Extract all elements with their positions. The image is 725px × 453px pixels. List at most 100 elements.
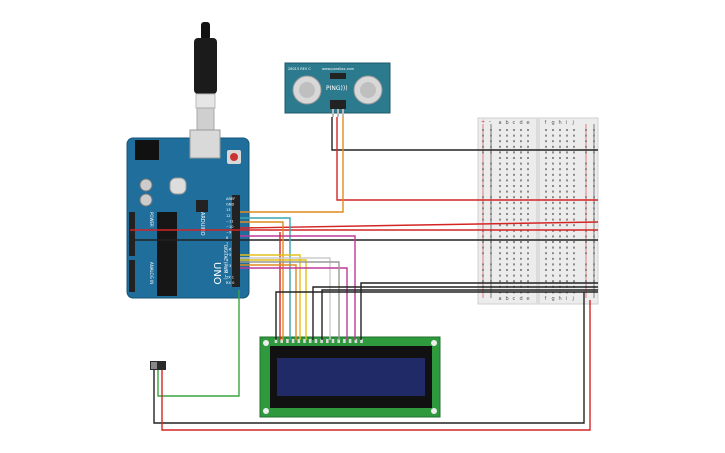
- breadboard-hole[interactable]: [527, 246, 529, 249]
- breadboard-hole[interactable]: [527, 274, 529, 277]
- breadboard-hole[interactable]: [499, 162, 501, 165]
- breadboard-hole[interactable]: [573, 157, 575, 159]
- breadboard-rail-hole[interactable]: [593, 129, 595, 131]
- lcd-pin[interactable]: [348, 339, 352, 343]
- breadboard-rail-hole[interactable]: [482, 185, 484, 187]
- breadboard-hole[interactable]: [527, 207, 529, 210]
- breadboard-hole[interactable]: [552, 173, 554, 176]
- breadboard-rail-hole[interactable]: [490, 140, 492, 143]
- breadboard-hole[interactable]: [499, 157, 501, 159]
- breadboard-rail-hole[interactable]: [490, 263, 492, 266]
- breadboard-hole[interactable]: [559, 179, 561, 182]
- breadboard-rail-hole[interactable]: [585, 173, 587, 176]
- breadboard-hole[interactable]: [527, 185, 529, 187]
- breadboard-hole[interactable]: [545, 129, 547, 131]
- breadboard-rail-hole[interactable]: [490, 218, 492, 221]
- breadboard-rail-hole[interactable]: [482, 235, 484, 238]
- breadboard-hole[interactable]: [559, 129, 561, 131]
- breadboard-hole[interactable]: [513, 269, 515, 271]
- breadboard-hole[interactable]: [499, 185, 501, 187]
- breadboard-hole[interactable]: [545, 213, 547, 215]
- breadboard-hole[interactable]: [545, 151, 547, 154]
- breadboard-hole[interactable]: [527, 168, 529, 171]
- breadboard-hole[interactable]: [545, 168, 547, 171]
- breadboard-hole[interactable]: [559, 196, 561, 199]
- breadboard-hole[interactable]: [520, 269, 522, 271]
- breadboard-hole[interactable]: [527, 145, 529, 148]
- breadboard-hole[interactable]: [506, 224, 508, 227]
- breadboard-hole[interactable]: [506, 235, 508, 238]
- breadboard-rail-hole[interactable]: [585, 207, 587, 210]
- breadboard-hole[interactable]: [506, 201, 508, 204]
- breadboard-hole[interactable]: [545, 257, 547, 260]
- breadboard-rail-hole[interactable]: [585, 151, 587, 154]
- breadboard-hole[interactable]: [545, 280, 547, 283]
- breadboard-rail-hole[interactable]: [585, 274, 587, 277]
- breadboard-rail-hole[interactable]: [490, 162, 492, 165]
- breadboard-rail-hole[interactable]: [490, 280, 492, 283]
- breadboard-rail-hole[interactable]: [593, 229, 595, 232]
- breadboard-hole[interactable]: [552, 229, 554, 232]
- breadboard-hole[interactable]: [520, 190, 522, 193]
- lcd-pin[interactable]: [354, 339, 358, 343]
- breadboard-hole[interactable]: [552, 196, 554, 199]
- arduino-board[interactable]: UNO ARDUINO DIGITAL (PWM ~) ANALOG IN PO…: [126, 129, 250, 299]
- breadboard-hole[interactable]: [552, 269, 554, 271]
- breadboard-hole[interactable]: [545, 185, 547, 187]
- breadboard-hole[interactable]: [566, 179, 568, 182]
- breadboard-hole[interactable]: [559, 145, 561, 148]
- breadboard-hole[interactable]: [566, 263, 568, 266]
- breadboard-rail-hole[interactable]: [490, 168, 492, 171]
- breadboard-hole[interactable]: [506, 269, 508, 271]
- breadboard-rail-hole[interactable]: [593, 173, 595, 176]
- breadboard-hole[interactable]: [520, 168, 522, 171]
- breadboard-hole[interactable]: [513, 140, 515, 143]
- breadboard-hole[interactable]: [552, 185, 554, 187]
- breadboard-rail-hole[interactable]: [585, 179, 587, 182]
- breadboard-hole[interactable]: [566, 213, 568, 215]
- breadboard-hole[interactable]: [527, 162, 529, 165]
- breadboard-hole[interactable]: [559, 140, 561, 143]
- breadboard-hole[interactable]: [527, 269, 529, 271]
- lcd-pin[interactable]: [360, 339, 363, 343]
- breadboard-hole[interactable]: [513, 235, 515, 238]
- breadboard-hole[interactable]: [545, 145, 547, 148]
- breadboard-hole[interactable]: [499, 252, 501, 255]
- breadboard-hole[interactable]: [513, 196, 515, 199]
- breadboard-hole[interactable]: [513, 190, 515, 193]
- breadboard-hole[interactable]: [520, 241, 522, 243]
- breadboard-hole[interactable]: [552, 274, 554, 277]
- breadboard-rail-hole[interactable]: [482, 201, 484, 204]
- breadboard-rail-hole[interactable]: [482, 134, 484, 137]
- breadboard-hole[interactable]: [513, 185, 515, 187]
- breadboard-hole[interactable]: [552, 157, 554, 159]
- breadboard-hole[interactable]: [573, 173, 575, 176]
- breadboard-hole[interactable]: [520, 274, 522, 277]
- breadboard-hole[interactable]: [559, 252, 561, 255]
- breadboard-rail-hole[interactable]: [593, 179, 595, 182]
- breadboard-rail-hole[interactable]: [482, 241, 484, 243]
- breadboard-hole[interactable]: [506, 257, 508, 260]
- breadboard-hole[interactable]: [527, 190, 529, 193]
- breadboard-hole[interactable]: [573, 252, 575, 255]
- breadboard-hole[interactable]: [552, 151, 554, 154]
- breadboard-hole[interactable]: [573, 235, 575, 238]
- breadboard-hole[interactable]: [573, 241, 575, 243]
- breadboard-hole[interactable]: [552, 246, 554, 249]
- breadboard-rail-hole[interactable]: [585, 134, 587, 137]
- breadboard-hole[interactable]: [552, 168, 554, 171]
- breadboard-hole[interactable]: [559, 274, 561, 277]
- breadboard-hole[interactable]: [559, 134, 561, 137]
- breadboard-rail-hole[interactable]: [490, 179, 492, 182]
- breadboard-hole[interactable]: [506, 157, 508, 159]
- breadboard-hole[interactable]: [513, 241, 515, 243]
- breadboard-hole[interactable]: [499, 280, 501, 283]
- breadboard-hole[interactable]: [573, 269, 575, 271]
- breadboard-hole[interactable]: [552, 162, 554, 165]
- breadboard-hole[interactable]: [499, 269, 501, 271]
- breadboard-hole[interactable]: [559, 168, 561, 171]
- breadboard-hole[interactable]: [573, 168, 575, 171]
- breadboard-hole[interactable]: [545, 252, 547, 255]
- breadboard-rail-hole[interactable]: [593, 246, 595, 249]
